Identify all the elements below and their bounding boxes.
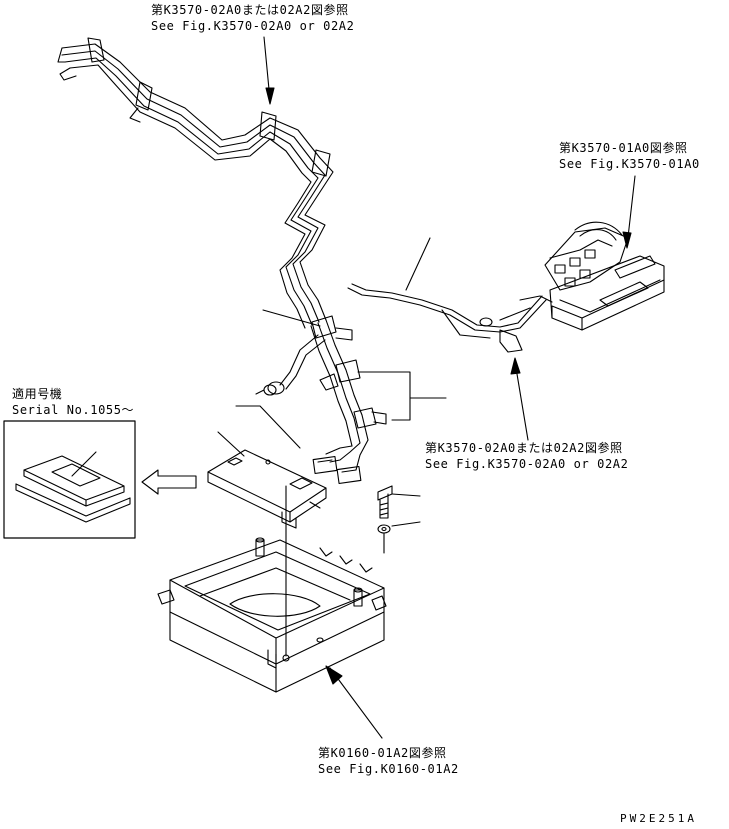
inset-serial: Serial No.1055～ [12,403,135,417]
leader-lines [141,36,636,739]
bolt-and-washer [377,485,393,534]
ref-middle-en: See Fig.K3570-02A0 or 02A2 [425,457,629,471]
ref-bottom-en: See Fig.K0160-01A2 [318,762,459,776]
ref-bottom-ja: 第K0160-01A2図参照 [318,746,447,760]
wiring-harness [57,37,387,485]
mounting-tray [157,537,387,693]
ref-right-en: See Fig.K3570-01A0 [559,157,700,171]
drawing-code: PW2E251A [620,812,697,825]
ref-top-en: See Fig.K3570-02A0 or 02A2 [151,19,355,33]
inset-frame [3,420,136,539]
controller-unit [544,221,665,331]
ref-middle-ja: 第K3570-02A0または02A2図参照 [425,441,623,455]
controller-box [207,449,327,529]
ref-right-ja: 第K3570-01A0図参照 [559,141,688,155]
ref-top-ja: 第K3570-02A0または02A2図参照 [151,3,349,17]
inset-heading: 適用号機 [12,387,63,401]
controller-harness [347,283,553,353]
